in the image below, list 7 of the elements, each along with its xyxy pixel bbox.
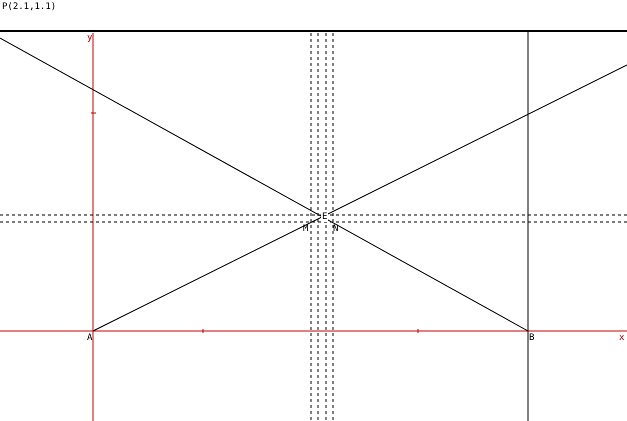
point-label: B — [529, 333, 534, 343]
coordinate-readout: P(2.1,1.1) — [2, 2, 56, 12]
point-label: N — [333, 224, 338, 234]
axis-label: y — [87, 33, 92, 43]
axis-label: x — [619, 333, 624, 343]
point-label: E — [321, 212, 328, 222]
point-label: A — [87, 333, 92, 343]
